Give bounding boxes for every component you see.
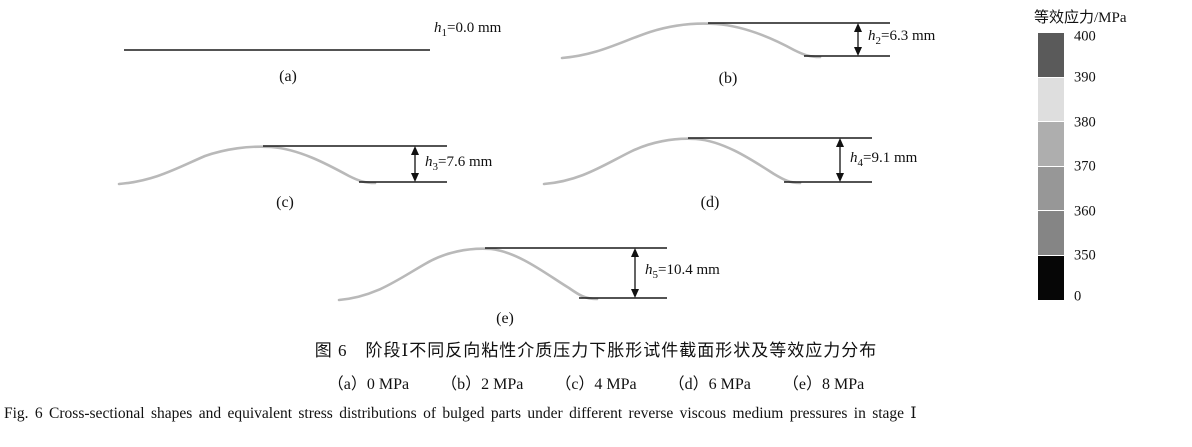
colorbar-bar: 400 390 380 370 360 350 0 (1038, 29, 1096, 305)
caption-subpanels: （a）0 MPa （b）2 MPa （c）4 MPa （d）6 MPa （e）8… (0, 370, 1192, 394)
height-arrow-icon (631, 248, 639, 298)
panel-c: h3=7.6 mm (c) (115, 128, 535, 238)
caption-chinese: 图 6 阶段Ⅰ不同反向粘性介质压力下胀形试件截面形状及等效应力分布 (314, 341, 878, 360)
panel-letter: (e) (496, 310, 514, 327)
panel-letter: (b) (718, 70, 738, 87)
subcaption-item: （e）8 MPa (782, 376, 865, 393)
height-arrow-icon (836, 138, 844, 182)
profile-curve (337, 247, 599, 302)
colorbar-tick-label: 380 (1074, 114, 1096, 131)
colorbar-tick-label: 350 (1074, 247, 1096, 264)
height-label: h2=6.3 mm (868, 28, 936, 47)
colorbar-segment (1038, 165, 1064, 211)
panel-d-plot (542, 137, 872, 186)
panel-e: h5=10.4 mm (e) (335, 234, 755, 344)
panel-e-plot (337, 247, 667, 302)
panel-d: h4=9.1 mm (d) (540, 124, 960, 234)
subcaption-item: （d）6 MPa (668, 376, 751, 393)
height-arrow-icon (854, 23, 862, 56)
colorbar-tick-label: 0 (1074, 288, 1082, 305)
panel-a: h1=0.0 mm (a) (118, 18, 538, 118)
height-label: h5=10.4 mm (645, 262, 720, 281)
colorbar-title: 等效应力/MPa (1034, 10, 1127, 26)
panel-b: h2=6.3 mm (b) (558, 8, 978, 118)
profile-curve (542, 137, 802, 186)
height-arrow-icon (411, 146, 419, 182)
profile-curve (117, 145, 377, 186)
colorbar-tick-label: 390 (1074, 69, 1096, 86)
colorbar-segment (1038, 210, 1064, 255)
height-label: h3=7.6 mm (425, 154, 493, 173)
panel-letter: (a) (279, 68, 297, 85)
panel-letter: (d) (700, 194, 720, 211)
caption-english: Fig. 6 Cross-sectional shapes and equiva… (4, 405, 917, 422)
panel-letter: (c) (276, 194, 294, 211)
subcaption-item: （b）2 MPa (441, 376, 524, 393)
colorbar: 等效应力/MPa 400 390 380 370 360 350 0 (1034, 6, 1190, 326)
colorbar-segment (1038, 76, 1064, 122)
colorbar-tick-label: 400 (1074, 28, 1096, 45)
height-label: h4=9.1 mm (850, 150, 918, 169)
panel-b-plot (560, 22, 890, 60)
colorbar-segment (1038, 254, 1064, 300)
height-label: h1=0.0 mm (434, 20, 502, 39)
colorbar-segment (1038, 121, 1064, 166)
panel-a-plot (124, 49, 430, 51)
panel-c-plot (117, 145, 447, 186)
profile-curve (560, 22, 822, 60)
subcaption-item: （a）0 MPa (327, 376, 410, 393)
subcaption-item: （c）4 MPa (555, 376, 637, 393)
colorbar-tick-label: 370 (1074, 158, 1096, 175)
colorbar-segment (1038, 33, 1064, 77)
colorbar-tick-label: 360 (1074, 203, 1096, 220)
